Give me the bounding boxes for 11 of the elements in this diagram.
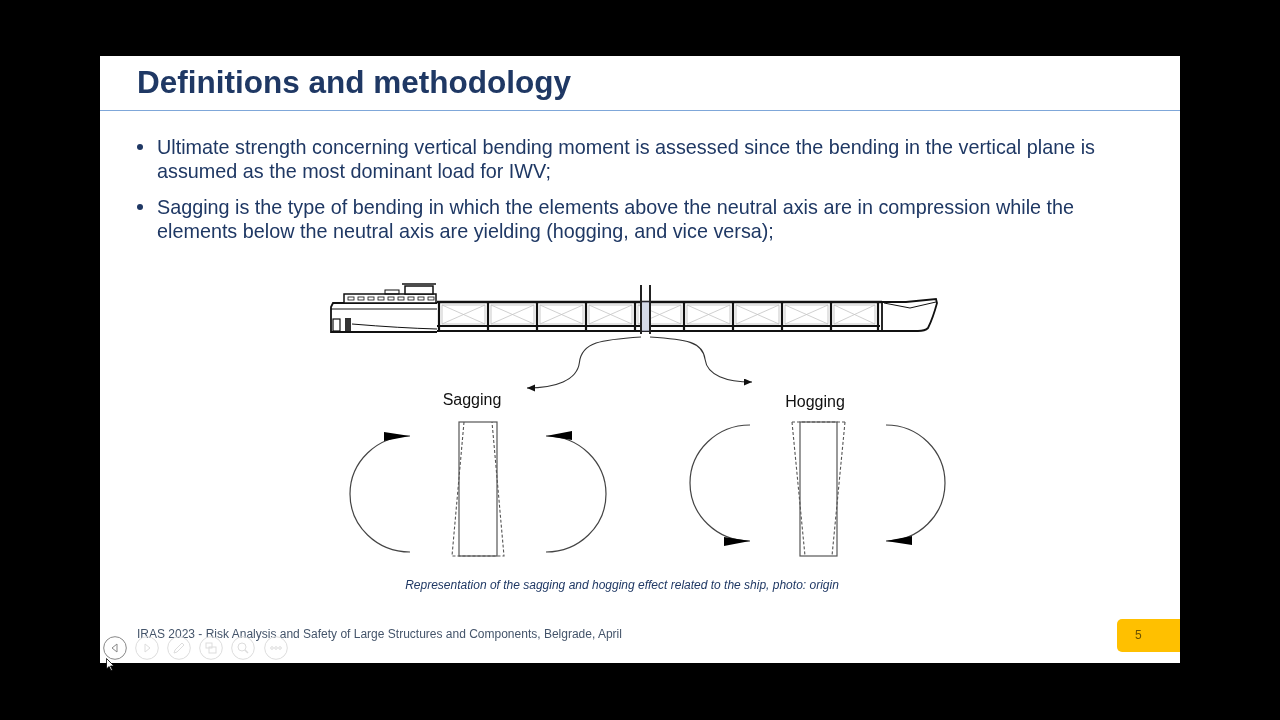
bullet-text: Sagging is the type of bending in which the elements above the neutral axis are in compression while the elements below the neutral axis are yielding (hogging, and vice versa); <box>157 195 1076 243</box>
page-number: 5 <box>1117 619 1180 652</box>
slide-title: Definitions and methodology <box>137 63 571 101</box>
figure-label: Hogging <box>785 393 845 411</box>
ship-drawing <box>328 280 940 336</box>
figure-label: Sagging <box>442 391 502 409</box>
footer-text: IRAS 2023 - Risk Analysis and Safety of Large Structures and Components, Belgrade, April <box>137 626 622 642</box>
figure-caption: Representation of the sagging and hogging effect related to the ship, photo: origin <box>405 577 839 593</box>
bullet-text: Ultimate strength concerning vertical bending moment is assessed since the bending in the vertical plane is assumed as the most dominant load for IWV; <box>157 135 1096 183</box>
arrow <box>526 336 642 392</box>
arrow <box>649 336 753 386</box>
